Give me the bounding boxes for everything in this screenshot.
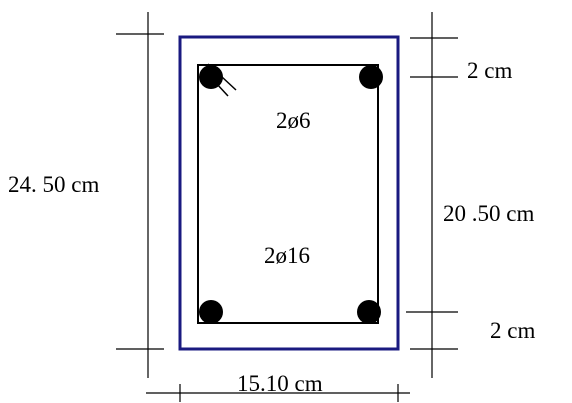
bottom-left-bar bbox=[199, 300, 223, 324]
right-dimension-chain bbox=[406, 12, 458, 378]
total-height-label: 24. 50 cm bbox=[8, 172, 99, 197]
bottom-right-bar bbox=[357, 300, 381, 324]
top-cover-label: 2 cm bbox=[467, 58, 512, 83]
inner-height-label: 20 .50 cm bbox=[443, 201, 534, 226]
total-height-dimension bbox=[116, 12, 164, 378]
bottom-bars-label: 2ø16 bbox=[264, 243, 310, 268]
width-label: 15.10 cm bbox=[237, 371, 323, 396]
top-left-bar bbox=[199, 65, 223, 89]
width-dimension bbox=[146, 384, 410, 402]
top-bars-label: 2ø6 bbox=[276, 108, 311, 133]
concrete-section-outline bbox=[178, 35, 400, 351]
bottom-cover-label: 2 cm bbox=[490, 318, 535, 343]
top-right-bar bbox=[359, 65, 383, 89]
stirrup bbox=[197, 64, 379, 324]
